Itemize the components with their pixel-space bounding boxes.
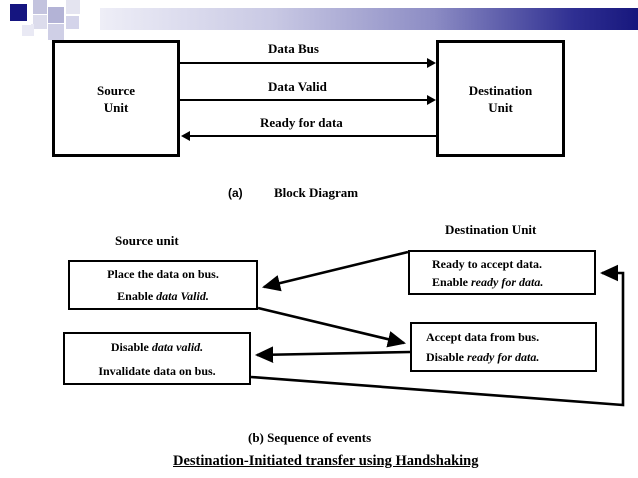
caption-a-letter: (a) <box>228 186 243 200</box>
signal-line-data-valid <box>180 99 428 101</box>
slide-title: Destination-Initiated transfer using Han… <box>173 453 479 469</box>
signal-label-ready-for-data: Ready for data <box>260 115 343 130</box>
decor-square-8 <box>66 16 79 29</box>
connector-accept-to-disable <box>254 346 411 364</box>
connector-place-to-accept <box>257 306 407 348</box>
ready-accept-line2: Enable ready for data. <box>432 273 543 291</box>
arrow-left-ready-for-data <box>181 131 190 141</box>
disable-valid-line1-prefix: Disable <box>110 339 152 354</box>
decor-square-6 <box>48 24 64 40</box>
destination-unit-label-line2: Unit <box>488 99 513 115</box>
place-data-line1: Place the data on bus. <box>107 267 219 281</box>
accept-data-line2-prefix: Disable <box>426 350 468 364</box>
decor-square-4 <box>33 15 47 29</box>
sequence-box-ready-accept: Ready to accept data. Enable ready for d… <box>408 250 596 295</box>
disable-valid-line1: Disable data valid. <box>111 335 203 359</box>
source-unit-label-line2: Unit <box>103 99 129 115</box>
signal-line-ready-for-data <box>190 135 436 137</box>
decor-square-9 <box>22 24 34 36</box>
decor-square-3 <box>33 0 47 14</box>
sequence-box-accept-data: Accept data from bus. Disable ready for … <box>410 322 597 372</box>
sequence-box-disable-valid: Disable data valid. Invalidate data on b… <box>63 332 251 385</box>
place-data-line2-italic: data Valid. <box>156 289 209 303</box>
signal-label-data-bus: Data Bus <box>268 41 319 56</box>
accept-data-line1: Accept data from bus. <box>426 330 540 344</box>
ready-accept-line2-italic: ready for data. <box>471 274 544 289</box>
decor-square-5 <box>48 7 64 23</box>
place-data-line2: Enable data Valid. <box>117 285 209 307</box>
sequence-box-place-data: Place the data on bus. Enable data Valid… <box>68 260 258 310</box>
decor-square-outline <box>6 0 31 25</box>
decor-square-accent <box>10 4 27 21</box>
ready-accept-line1: Ready to accept data. <box>432 256 542 271</box>
accept-data-line2: Disable ready for data. <box>426 347 539 367</box>
source-unit-group-label: Source unit <box>115 233 179 248</box>
disable-valid-line1-italic: data valid. <box>151 339 204 354</box>
signal-line-data-bus <box>180 62 428 64</box>
signal-label-data-valid: Data Valid <box>268 79 327 94</box>
connector-ready-to-place <box>261 250 409 292</box>
caption-a-text: Block Diagram <box>274 185 359 200</box>
destination-unit-label-line1: Destination <box>468 82 533 98</box>
ready-accept-line2-prefix: Enable <box>432 274 472 289</box>
destination-unit-box: Destination Unit <box>436 40 565 157</box>
source-unit-label-line1: Source <box>96 82 136 98</box>
arrow-right-data-bus <box>427 58 436 68</box>
arrow-right-data-valid <box>427 95 436 105</box>
decor-square-7 <box>66 0 80 14</box>
header-gradient-bar <box>100 8 638 30</box>
source-unit-box: Source Unit <box>52 40 180 157</box>
caption-b-text: (b) Sequence of events <box>248 430 372 445</box>
disable-valid-line2: Invalidate data on bus. <box>98 363 216 378</box>
destination-unit-group-label: Destination Unit <box>445 222 537 237</box>
place-data-line2-prefix: Enable <box>117 289 157 303</box>
accept-data-line2-italic: ready for data. <box>467 350 540 364</box>
